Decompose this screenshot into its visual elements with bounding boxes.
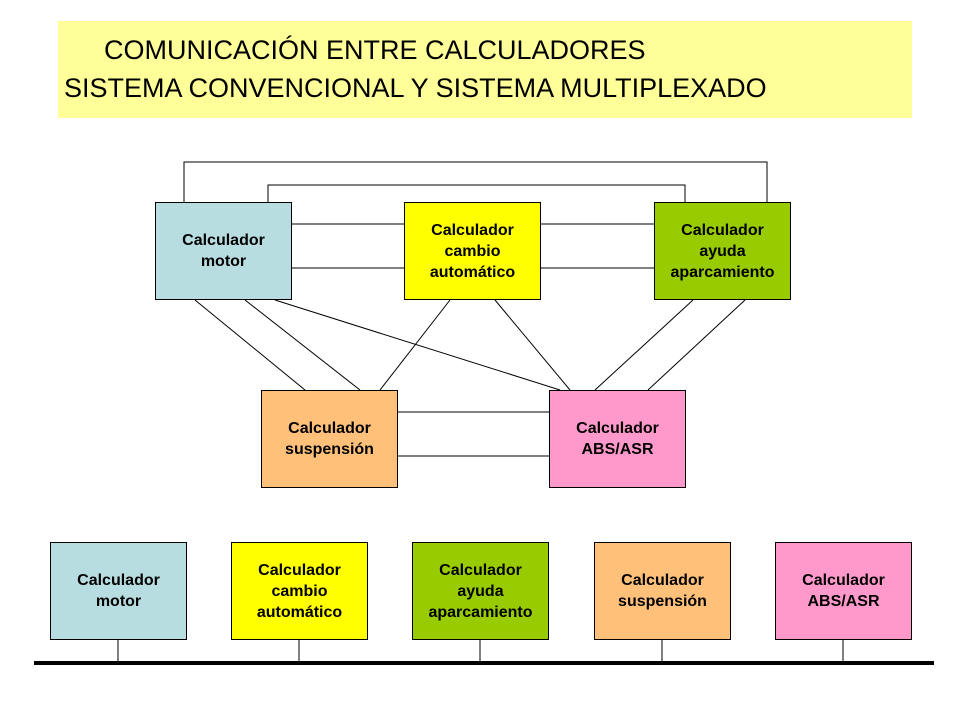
wire-motor-ayuda-outer	[183, 161, 768, 202]
wire-motor-ayuda-inner	[267, 184, 686, 202]
wire-ayuda-abs-1	[594, 299, 694, 391]
wire-cambio-abs	[494, 299, 571, 391]
mux-box-motor: Calculador motor	[50, 542, 187, 640]
mux-box-cambio: Calculador cambio automático	[231, 542, 368, 640]
conv-box-ayuda: Calculador ayuda aparcamiento	[654, 202, 791, 300]
title-band: COMUNICACIÓN ENTRE CALCULADORES SISTEMA …	[58, 21, 912, 118]
wire-cambio-suspension	[379, 299, 451, 391]
mux-box-suspension: Calculador suspensión	[594, 542, 731, 640]
wire-motor-abs	[274, 299, 561, 391]
conv-box-motor: Calculador motor	[155, 202, 292, 300]
mux-box-abs: Calculador ABS/ASR	[775, 542, 912, 640]
conv-box-suspension: Calculador suspensión	[261, 390, 398, 488]
wire-motor-suspension-2	[244, 299, 361, 391]
mux-box-ayuda: Calculador ayuda aparcamiento	[412, 542, 549, 640]
wire-motor-suspension-1	[194, 299, 306, 391]
title-line-2: SISTEMA CONVENCIONAL Y SISTEMA MULTIPLEX…	[64, 73, 767, 103]
wire-ayuda-abs-2	[647, 299, 746, 391]
conv-box-cambio: Calculador cambio automático	[404, 202, 541, 300]
title-line-1: COMUNICACIÓN ENTRE CALCULADORES	[104, 35, 646, 65]
conv-box-abs: Calculador ABS/ASR	[549, 390, 686, 488]
